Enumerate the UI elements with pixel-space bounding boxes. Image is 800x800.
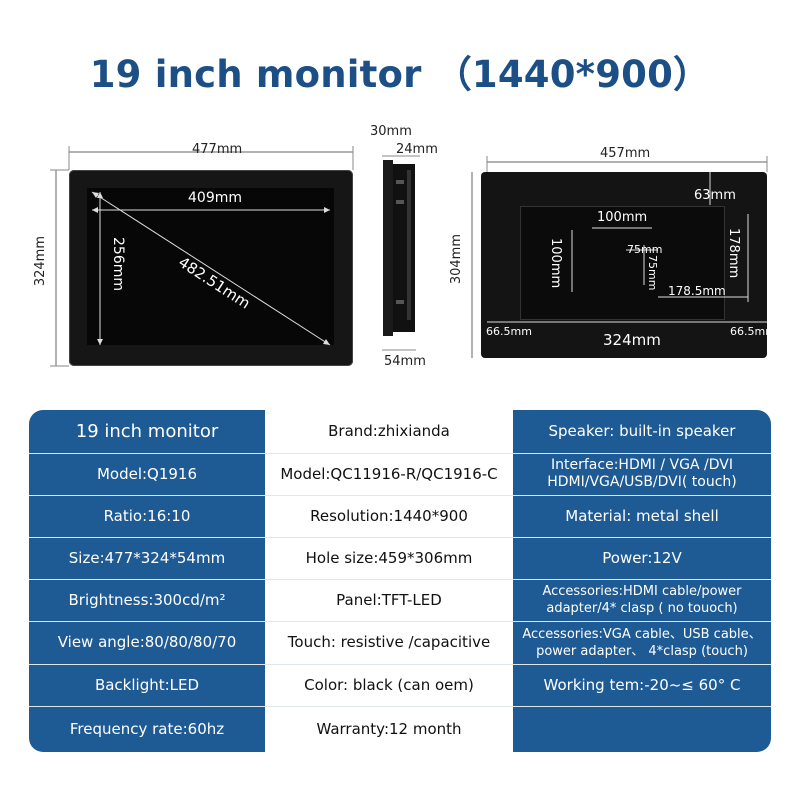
- vesa-h-label: 100mm: [597, 210, 648, 225]
- side-depth-top-label: 30mm: [370, 124, 412, 139]
- row-divider: [29, 453, 771, 454]
- vesa-small-v-label: 75mm: [646, 255, 659, 291]
- row-divider: [29, 495, 771, 496]
- back-right-height-label: 178mm: [726, 228, 741, 279]
- back-vesa-dimensions: [487, 172, 767, 323]
- spec-cell: Power:12V: [602, 548, 682, 567]
- spec-cell: Model:Q1916: [96, 464, 198, 483]
- back-width-label: 457mm: [600, 146, 651, 161]
- spec-cell: Resolution:1440*900: [310, 506, 468, 525]
- back-plate: [520, 206, 725, 320]
- row-divider: [29, 537, 771, 538]
- side-depth-mid-label: 24mm: [396, 142, 438, 157]
- spec-cell: Panel:TFT-LED: [336, 590, 442, 609]
- back-right-width-label: 178.5mm: [668, 284, 726, 298]
- spec-cell: Working tem:-20~≤ 60° C: [543, 675, 741, 694]
- front-monitor: [69, 170, 353, 366]
- spec-column-left: 19 inch monitor Model:Q1916 Ratio:16:10 …: [29, 410, 265, 752]
- spec-cell: Ratio:16:10: [103, 506, 191, 525]
- side-profile: [382, 155, 420, 351]
- spec-table: 19 inch monitor Model:Q1916 Ratio:16:10 …: [29, 410, 771, 752]
- front-width-label: 477mm: [192, 142, 243, 157]
- spec-cell: Accessories:VGA cable、USB cable、power ad…: [522, 626, 762, 659]
- back-dimension-lines: [471, 156, 768, 358]
- spec-cell: Hole size:459*306mm: [305, 548, 473, 567]
- spec-cell: Frequency rate:60hz: [69, 719, 225, 738]
- screen-width-label: 409mm: [188, 190, 242, 206]
- spec-cell: Color: black (can oem): [304, 675, 474, 694]
- spec-cell: View angle:80/80/80/70: [57, 633, 237, 651]
- row-divider: [29, 706, 771, 707]
- back-left-margin-label: 66.5mm: [486, 325, 532, 338]
- back-right-margin-label: 66.5mm: [730, 325, 776, 338]
- spec-cell: Model:QC11916-R/QC1916-C: [280, 464, 498, 483]
- spec-cell: Brightness:300cd/m²: [68, 590, 226, 609]
- front-screen-dimensions: [91, 191, 331, 346]
- vesa-v-label: 100mm: [548, 238, 563, 289]
- spec-cell: Backlight:LED: [94, 675, 200, 694]
- screen-height-label: 256mm: [110, 237, 126, 291]
- spec-cell: [513, 706, 771, 752]
- row-divider: [29, 664, 771, 665]
- row-divider: [29, 621, 771, 622]
- spec-column-middle: Brand:zhixianda Model:QC11916-R/QC1916-C…: [265, 410, 513, 752]
- row-divider: [29, 579, 771, 580]
- back-top-offset-label: 63mm: [694, 188, 736, 203]
- page-title: 19 inch monitor （1440*900）: [89, 53, 711, 96]
- spec-cell: Brand:zhixianda: [328, 422, 450, 440]
- spec-cell: Interface:HDMI / VGA /DVI HDMI/VGA/USB/D…: [547, 457, 737, 490]
- vesa-small-h-label: 75mm: [627, 243, 663, 256]
- front-dimension-lines: [50, 146, 354, 367]
- spec-cell: Size:477*324*54mm: [68, 548, 226, 567]
- spec-cell: Accessories:HDMI cable/power adapter/4* …: [542, 584, 742, 616]
- back-bottom-width-label: 324mm: [603, 331, 661, 349]
- spec-cell: Touch: resistive /capacitive: [287, 633, 491, 651]
- spec-cell: Speaker: built-in speaker: [548, 422, 736, 440]
- front-screen: [87, 188, 334, 345]
- side-depth-bottom-label: 54mm: [384, 354, 426, 369]
- spec-cell: 19 inch monitor: [75, 421, 219, 442]
- spec-column-right: Speaker: built-in speaker Interface:HDMI…: [513, 410, 771, 752]
- spec-cell: Warranty:12 month: [316, 719, 462, 738]
- spec-cell: Material: metal shell: [565, 506, 719, 525]
- back-monitor: [481, 172, 767, 358]
